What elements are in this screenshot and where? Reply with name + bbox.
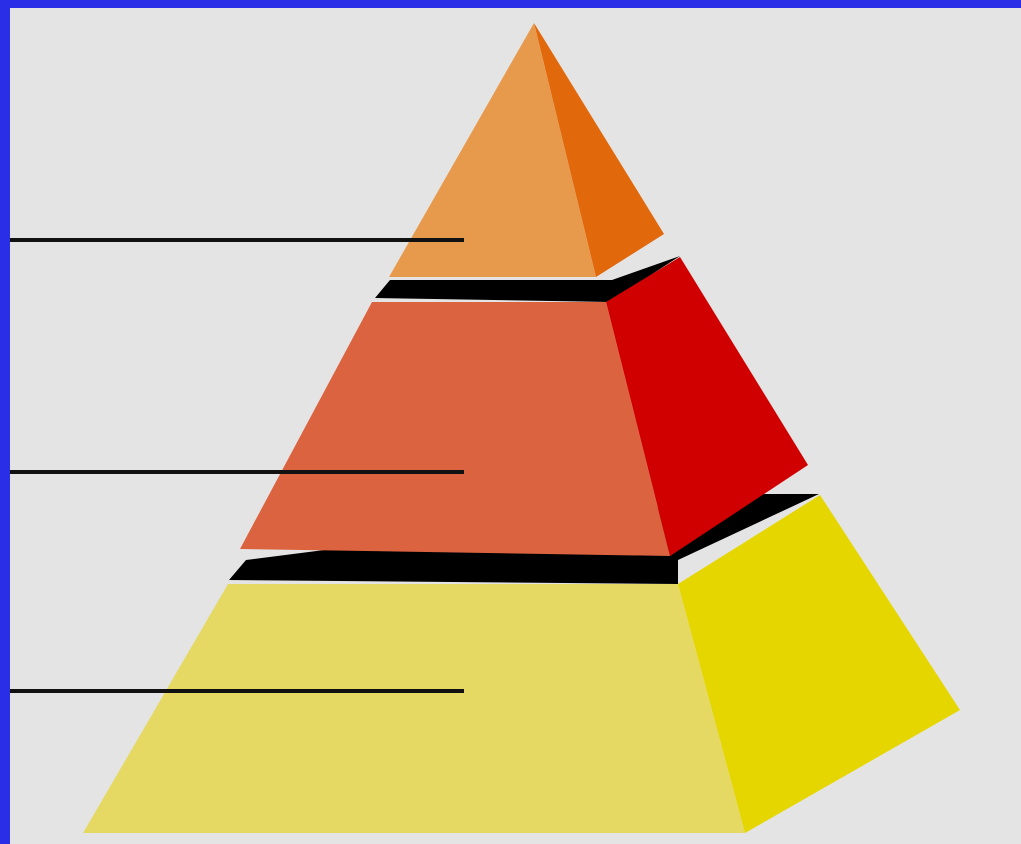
bottom-tier-separator-edge [229,560,678,584]
middle-tier-front [240,302,670,556]
bottom-tier-front [83,584,745,833]
pyramid-tier-middle [240,256,808,556]
